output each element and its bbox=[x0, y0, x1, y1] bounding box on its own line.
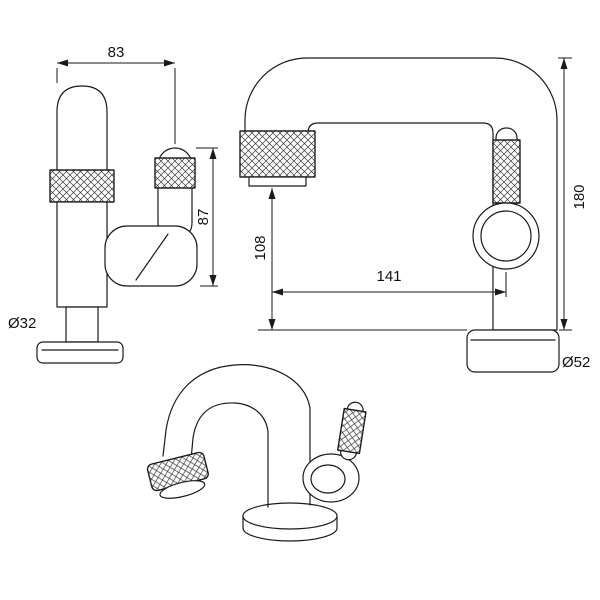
mixer-joint-line bbox=[135, 233, 169, 281]
dim-total-height-label: 180 bbox=[571, 184, 588, 209]
base-stem-side bbox=[65, 306, 99, 343]
perspective-view bbox=[146, 364, 367, 542]
front-view bbox=[239, 57, 560, 373]
handle-rod-knurl-texture bbox=[492, 139, 521, 204]
mixer-body-side bbox=[104, 225, 198, 287]
dim-handle-height-label: 87 bbox=[195, 209, 212, 226]
handle-hub-3d-inner bbox=[310, 464, 346, 494]
dim-width-83: 83 bbox=[56, 44, 176, 144]
handle-hub-inner-circle bbox=[480, 210, 532, 262]
dim-spout-reach-label: 141 bbox=[376, 268, 401, 285]
base-flange-side bbox=[36, 341, 124, 364]
handle-rod-3d bbox=[337, 401, 367, 461]
aerator-3d bbox=[146, 451, 209, 499]
spout-end-side bbox=[56, 85, 108, 173]
spout-inner-curve bbox=[190, 402, 269, 461]
dim-handle-height-87: 87 bbox=[195, 147, 218, 287]
dim-spout-clearance-108: 108 bbox=[252, 188, 467, 331]
dim-spout-reach-141: 141 bbox=[272, 268, 507, 297]
spout-outer-curve bbox=[162, 364, 311, 457]
dim-base-diameter-side-label: Ø32 bbox=[8, 315, 36, 332]
handle-hub-outer-circle bbox=[472, 202, 540, 270]
handle-rod-3d-knurl-texture bbox=[337, 407, 367, 455]
dim-width-label: 83 bbox=[108, 44, 125, 61]
knurl-texture-side bbox=[49, 169, 115, 203]
body-lower-side bbox=[56, 201, 108, 308]
base-flange-front bbox=[466, 329, 560, 373]
base-top-rim bbox=[242, 502, 338, 530]
dim-total-height-180: 180 bbox=[558, 57, 588, 331]
aerator-knurl-texture bbox=[239, 130, 316, 178]
handle-knurl-texture-side bbox=[154, 157, 196, 189]
side-view bbox=[36, 85, 198, 364]
aerator-tip bbox=[248, 176, 307, 187]
aerator-tip-3d bbox=[159, 480, 206, 499]
dim-base-diameter-front-label: Ø52 bbox=[562, 354, 590, 371]
dim-spout-clearance-label: 108 bbox=[252, 235, 269, 260]
